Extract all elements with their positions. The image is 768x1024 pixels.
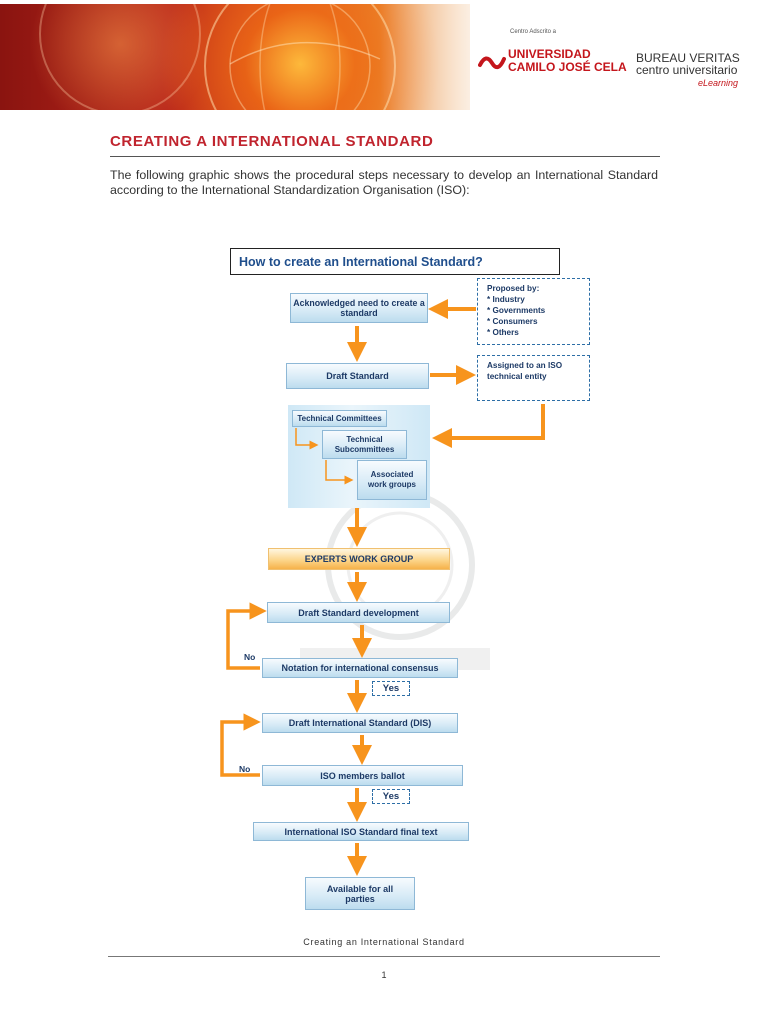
ucjc-logo-line2: CAMILO JOSÉ CELA [508, 60, 627, 74]
ucjc-logo-icon [478, 56, 506, 70]
draft-standard-development-box: Draft Standard development [267, 602, 450, 623]
centro-adscrito-label: Centro Adscrito a [510, 29, 557, 35]
proposed-by-item-consumers: * Consumers [487, 317, 538, 326]
proposed-by-title: Proposed by: [487, 284, 540, 293]
bureau-veritas-line1: BUREAU VERITAS [636, 51, 740, 65]
bureau-veritas-line2: centro universitario [636, 63, 738, 77]
draft-international-standard-box: Draft International Standard (DIS) [262, 713, 458, 733]
proposed-by-item-governments: * Governments [487, 306, 546, 315]
figure-caption: Creating an International Standard [303, 937, 465, 947]
no-label-ballot: No [239, 764, 251, 774]
header-banner: Centro Adscrito a UNIVERSIDAD CAMILO JOS… [0, 4, 768, 110]
associated-work-groups-box: Associated work groups [357, 460, 427, 500]
page-title: CREATING A INTERNATIONAL STANDARD [110, 133, 434, 150]
yes-label-ballot: Yes [372, 789, 410, 804]
proposed-by-box: Proposed by: * Industry * Governments * … [477, 278, 590, 345]
diagram-heading: How to create an International Standard? [230, 248, 560, 275]
final-text-box: International ISO Standard final text [253, 822, 469, 841]
assigned-iso-entity-box: Assigned to an ISO technical entity [477, 355, 590, 401]
yes-label-consensus: Yes [372, 681, 410, 696]
bureau-veritas-elearning: eLearning [698, 78, 739, 88]
page-number: 1 [381, 970, 387, 980]
technical-committees-box: Technical Committees [292, 410, 387, 427]
step-draft-standard: Draft Standard [286, 363, 429, 389]
intro-paragraph: The following graphic shows the procedur… [110, 168, 658, 197]
logos-area [470, 4, 768, 110]
iso-members-ballot-box: ISO members ballot [262, 765, 463, 786]
title-divider [110, 156, 660, 157]
university-seal-watermark [300, 490, 490, 670]
step-acknowledged-need: Acknowledged need to create a standard [290, 293, 428, 323]
no-label-consensus: No [244, 652, 256, 662]
ucjc-logo-line1: UNIVERSIDAD [508, 47, 591, 61]
footer-divider [108, 956, 660, 957]
available-all-parties-box: Available for all parties [305, 877, 415, 910]
notation-consensus-box: Notation for international consensus [262, 658, 458, 678]
proposed-by-item-others: * Others [487, 328, 519, 337]
experts-work-group-box: EXPERTS WORK GROUP [268, 548, 450, 570]
technical-subcommittees-box: Technical Subcommittees [322, 430, 407, 459]
proposed-by-item-industry: * Industry [487, 295, 525, 304]
